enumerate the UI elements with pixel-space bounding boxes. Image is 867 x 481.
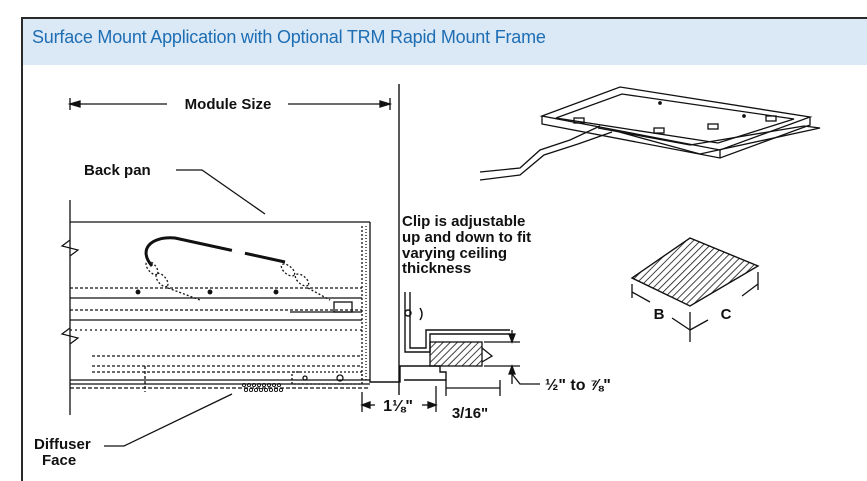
flange-dimension-label: 3/16" [452,405,488,422]
tile-edge [481,347,494,363]
ceiling-tile [429,341,483,367]
tile-dimensions [631,272,759,342]
tile-sample [630,237,760,307]
back-pan-label: Back pan [84,162,151,179]
diffuser-label-line-1: Diffuser [34,436,91,453]
diffuser-pattern [241,382,284,393]
diffuser-leader [104,393,233,447]
frame-border [21,17,23,481]
clip-note-line-4: thickness [402,260,471,277]
clip-note-line-3: varying ceiling [402,245,507,262]
offset-dimension-label: 1⅛" [383,398,413,415]
clip-bracket [369,292,510,383]
title-bar: Surface Mount Application with Optional … [21,17,867,65]
page-title: Surface Mount Application with Optional … [32,27,546,47]
module-size-dimension [67,98,393,110]
tile-c-label: C [721,306,732,323]
flange-dimension [445,380,501,396]
back-pan-leader [176,169,266,215]
tile-b-label: B [654,306,665,323]
clip-note-line-2: up and down to fit [402,229,531,246]
offset-dimension [360,386,438,412]
diffuser-label-line-2: Face [42,452,76,469]
back-pan-housing [60,200,371,415]
cable [144,236,331,301]
thickness-range-label: ½" to ⅞" [545,377,611,394]
clip-note-line-1: Clip is adjustable [402,213,525,230]
thickness-dimension [484,330,540,385]
module-size-label: Module Size [185,96,272,113]
rapid-mount-frame [479,86,821,181]
